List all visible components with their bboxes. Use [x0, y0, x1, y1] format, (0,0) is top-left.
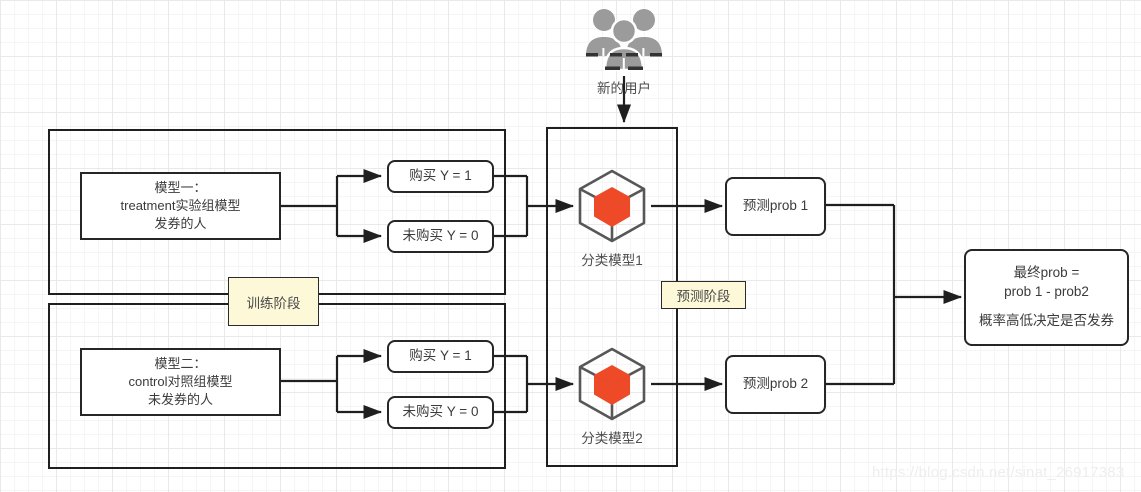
final-result-box: 最终prob = prob 1 - prob2 概率高低决定是否发券 — [964, 249, 1129, 346]
treatment-outcome-positive-label: 购买 Y = 1 — [409, 168, 472, 184]
classifier-2: 分类模型2 — [572, 343, 652, 447]
training-phase-label: 训练阶段 — [228, 277, 319, 326]
prediction-output-1: 预测prob 1 — [725, 177, 826, 236]
cube-icon — [578, 347, 646, 421]
treatment-outcome-negative-label: 未购买 Y = 0 — [402, 228, 479, 244]
control-outcome-negative-label: 未购买 Y = 0 — [402, 404, 479, 420]
watermark: https://blog.csdn.net/sinat_26917383 — [872, 464, 1124, 481]
treatment-model-box: 模型一： treatment实验组模型 发券的人 — [80, 172, 281, 240]
prediction-phase-label: 预测阶段 — [661, 281, 746, 309]
final-result-line1: 最终prob = — [1013, 265, 1080, 281]
watermark-text: https://blog.csdn.net/sinat_26917383 — [872, 464, 1125, 481]
prediction-output-1-label: 预测prob 1 — [742, 198, 809, 214]
treatment-model-line1: 模型一： — [154, 180, 207, 196]
treatment-model-line3: 发券的人 — [154, 215, 207, 231]
prediction-phase-text: 预测阶段 — [676, 289, 731, 304]
control-model-line3: 未发券的人 — [147, 391, 213, 407]
classifier-1: 分类模型1 — [572, 165, 652, 269]
control-outcome-positive: 购买 Y = 1 — [387, 340, 494, 373]
training-phase-text: 训练阶段 — [246, 295, 301, 311]
control-model-line2: control对照组模型 — [128, 374, 233, 390]
control-outcome-negative: 未购买 Y = 0 — [387, 396, 494, 429]
cube-icon — [578, 169, 646, 243]
classifier-1-label: 分类模型1 — [581, 253, 643, 268]
prediction-output-2-label: 预测prob 2 — [742, 376, 809, 392]
people-icon — [586, 9, 662, 72]
treatment-outcome-negative: 未购买 Y = 0 — [387, 220, 494, 253]
new-users-label: 新的用户 — [597, 81, 651, 96]
control-model-box: 模型二： control对照组模型 未发券的人 — [80, 348, 281, 416]
classifier-2-label: 分类模型2 — [581, 431, 643, 446]
control-model-line1: 模型二： — [154, 356, 207, 372]
treatment-outcome-positive: 购买 Y = 1 — [387, 160, 494, 193]
control-outcome-positive-label: 购买 Y = 1 — [409, 348, 472, 364]
final-result-line2: prob 1 - prob2 — [1004, 283, 1089, 299]
new-users-group: 新的用户 — [574, 4, 674, 97]
final-result-line3: 概率高低决定是否发券 — [979, 313, 1114, 329]
treatment-model-line2: treatment实验组模型 — [120, 198, 241, 214]
prediction-output-2: 预测prob 2 — [725, 355, 826, 414]
final-result-spacer — [979, 301, 1114, 312]
